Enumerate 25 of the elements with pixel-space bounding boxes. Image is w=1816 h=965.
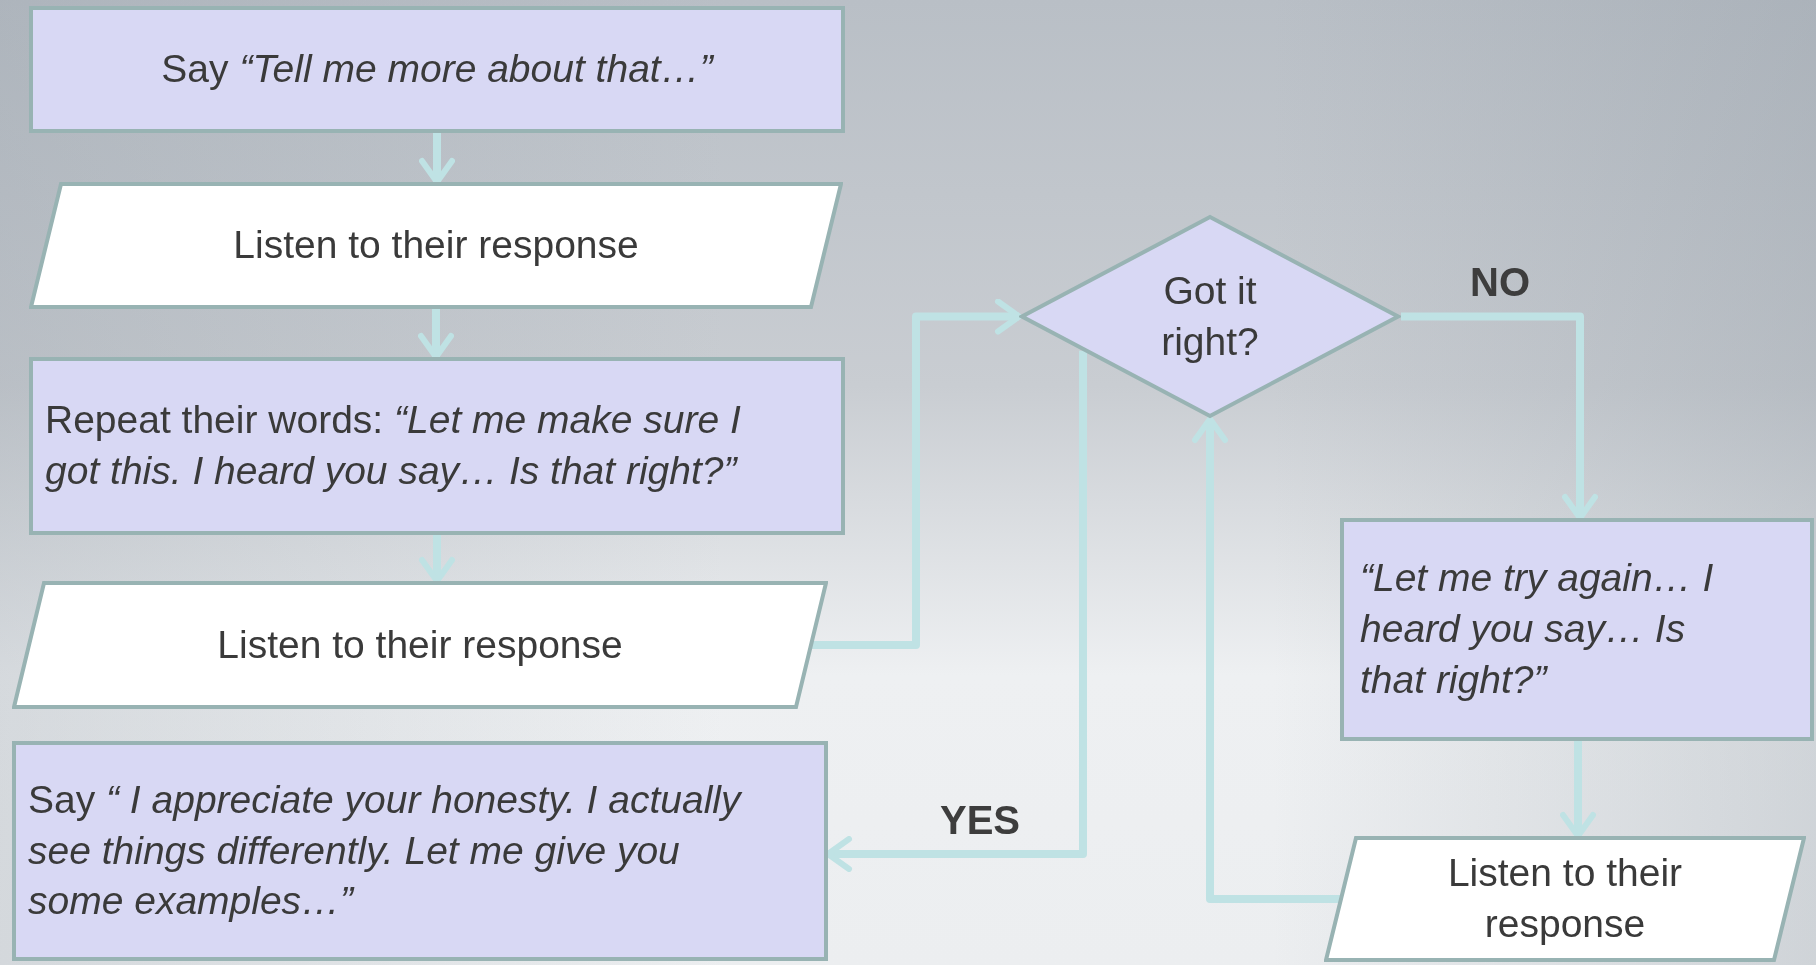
input-output-shape: [1324, 836, 1806, 962]
process-box: [12, 741, 828, 961]
arrow: [1401, 312, 1598, 521]
box-text: Listen to their response: [233, 222, 639, 269]
box-text: “Let me try again… I heard you say… Is that right?”: [1360, 555, 1715, 703]
arrow: [419, 535, 455, 584]
arrow: [418, 309, 454, 360]
box-text: Listen to their response: [217, 621, 623, 668]
process-box: [1340, 518, 1814, 741]
process-box: [29, 357, 845, 535]
input-output-shape: [12, 581, 828, 709]
arrow: [812, 298, 1022, 649]
box-text: Say “ I appreciate your honesty. I actually see things differently. Let me give you some examples…”: [28, 776, 744, 925]
box-text: Got it right?: [1160, 267, 1260, 365]
arrow: [419, 133, 455, 185]
edge-label: NO: [1470, 262, 1530, 302]
decision-diamond: [1019, 214, 1401, 419]
edge-label: YES: [940, 800, 1021, 840]
arrow: [1560, 741, 1596, 839]
process-box: [29, 6, 845, 133]
arrow: [1192, 416, 1340, 903]
input-output-shape: [29, 182, 843, 309]
box-text: Say “Tell me more about that…”: [161, 46, 713, 93]
box-text: Listen to their response: [1446, 850, 1684, 947]
box-text: Repeat their words: “Let me make sure I got this. I heard you say… Is that right?”: [45, 397, 742, 494]
